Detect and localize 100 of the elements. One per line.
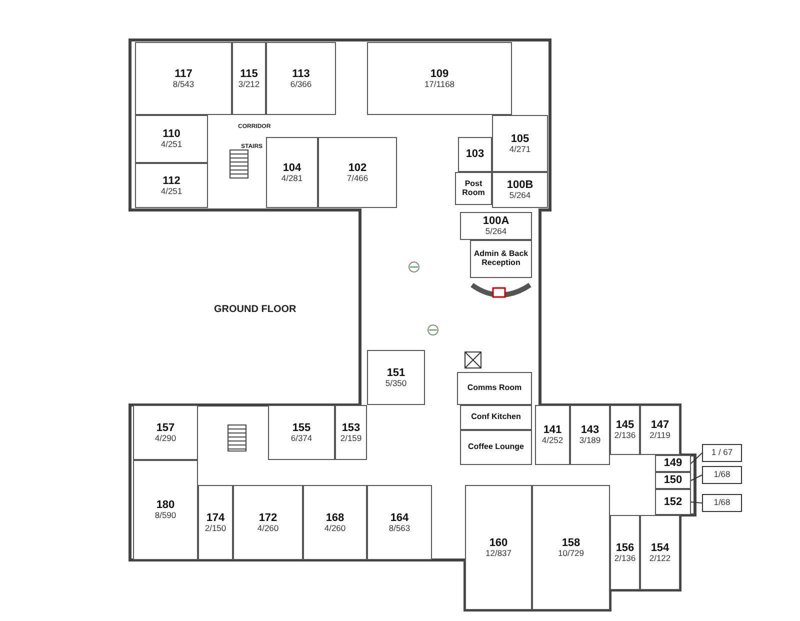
room-number: 141 <box>543 424 562 436</box>
room-number: 143 <box>580 424 600 436</box>
leader-line <box>690 502 702 504</box>
room-number: Post Room <box>461 180 486 198</box>
room <box>492 115 548 172</box>
room <box>232 42 266 115</box>
room <box>470 240 532 278</box>
room-number: 102 <box>348 162 367 174</box>
room-capacity: 10/729 <box>558 548 584 558</box>
room-number: 100B <box>506 179 534 192</box>
room-number: 158 <box>562 536 580 549</box>
room <box>610 515 640 590</box>
room <box>133 405 198 460</box>
room <box>268 405 335 460</box>
room <box>640 405 680 455</box>
room-number: 160 <box>489 536 508 549</box>
room-capacity: 1/68 <box>714 498 730 508</box>
room <box>640 515 680 590</box>
room <box>266 42 336 115</box>
room-capacity: 4/271 <box>509 144 531 154</box>
room-number: 180 <box>156 499 175 512</box>
room-number: 152 <box>664 496 682 508</box>
room <box>460 430 532 465</box>
room-capacity: 4/252 <box>542 436 564 446</box>
room <box>458 137 492 172</box>
room-capacity: 1/68 <box>714 470 730 480</box>
room-capacity: 8/543 <box>172 80 194 90</box>
room-capacity: 1 / 67 <box>711 448 733 458</box>
room-number: 153 <box>342 422 360 434</box>
room-number: 110 <box>162 128 180 140</box>
plan-label: GROUND FLOOR <box>214 304 296 315</box>
room-capacity: 2/119 <box>650 431 670 441</box>
room <box>570 405 610 465</box>
room-number: 164 <box>390 512 409 524</box>
room-capacity: 6/374 <box>290 434 312 444</box>
room-number: 115 <box>240 68 258 80</box>
room-capacity: 4/290 <box>154 434 176 444</box>
room <box>135 42 232 115</box>
room <box>367 350 425 405</box>
room-capacity: 12/837 <box>486 548 512 558</box>
room <box>460 212 532 240</box>
room-capacity: 17/1168 <box>424 80 455 90</box>
room <box>610 405 640 455</box>
room-capacity: 5/264 <box>485 227 507 237</box>
leader-line <box>690 474 702 481</box>
leader-line <box>690 452 702 464</box>
room-number: 150 <box>664 474 682 487</box>
room-capacity: 3/212 <box>238 80 260 90</box>
room-capacity: 5/264 <box>509 191 531 201</box>
room-number: 156 <box>616 542 634 554</box>
room-number: 157 <box>156 422 175 434</box>
callout-box <box>702 444 742 462</box>
room-number: 145 <box>616 419 634 432</box>
room-capacity: 6/366 <box>290 80 312 90</box>
room <box>335 405 367 460</box>
room-number: 103 <box>466 148 484 161</box>
room <box>455 172 492 205</box>
room-number: 105 <box>510 132 530 145</box>
callout-box <box>702 494 742 512</box>
room-number: 113 <box>292 68 310 80</box>
room <box>233 485 303 560</box>
room <box>266 137 318 208</box>
room <box>198 485 233 560</box>
callout-box <box>702 466 742 484</box>
room <box>133 460 198 560</box>
room-capacity: 4/251 <box>160 186 182 196</box>
room-number: 149 <box>664 457 682 470</box>
room-capacity: 2/122 <box>649 554 671 564</box>
room <box>655 472 691 489</box>
room <box>303 485 367 560</box>
room <box>460 405 532 430</box>
room <box>367 485 432 560</box>
room <box>532 485 610 610</box>
room-capacity: 8/563 <box>388 524 410 534</box>
room-number: 147 <box>650 419 670 432</box>
room <box>492 172 548 208</box>
room <box>135 163 208 208</box>
room-number: 155 <box>292 422 311 434</box>
room-number: 151 <box>386 366 406 379</box>
room-capacity: 8/590 <box>154 511 176 521</box>
room-capacity: 4/260 <box>324 524 346 534</box>
room <box>318 137 397 208</box>
room-number: 104 <box>282 162 302 174</box>
room-capacity: 4/251 <box>160 140 182 150</box>
room-capacity: 2/136 <box>614 554 636 564</box>
room-number: 112 <box>162 174 180 187</box>
room-capacity: 2/136 <box>614 431 636 441</box>
room-number: 172 <box>258 512 278 524</box>
room-number: 117 <box>174 68 192 80</box>
room-capacity: 2/150 <box>204 524 226 534</box>
room-capacity: 4/281 <box>281 174 303 184</box>
room <box>655 455 691 472</box>
room <box>367 42 512 115</box>
room-number: 109 <box>430 68 449 80</box>
room <box>135 115 208 163</box>
room <box>457 372 532 405</box>
room-number: Conf Kitchen <box>471 413 521 422</box>
room-capacity: 2/159 <box>340 434 362 444</box>
room-capacity: 5/350 <box>385 378 407 388</box>
room-number: Admin & Back Reception <box>472 250 530 268</box>
